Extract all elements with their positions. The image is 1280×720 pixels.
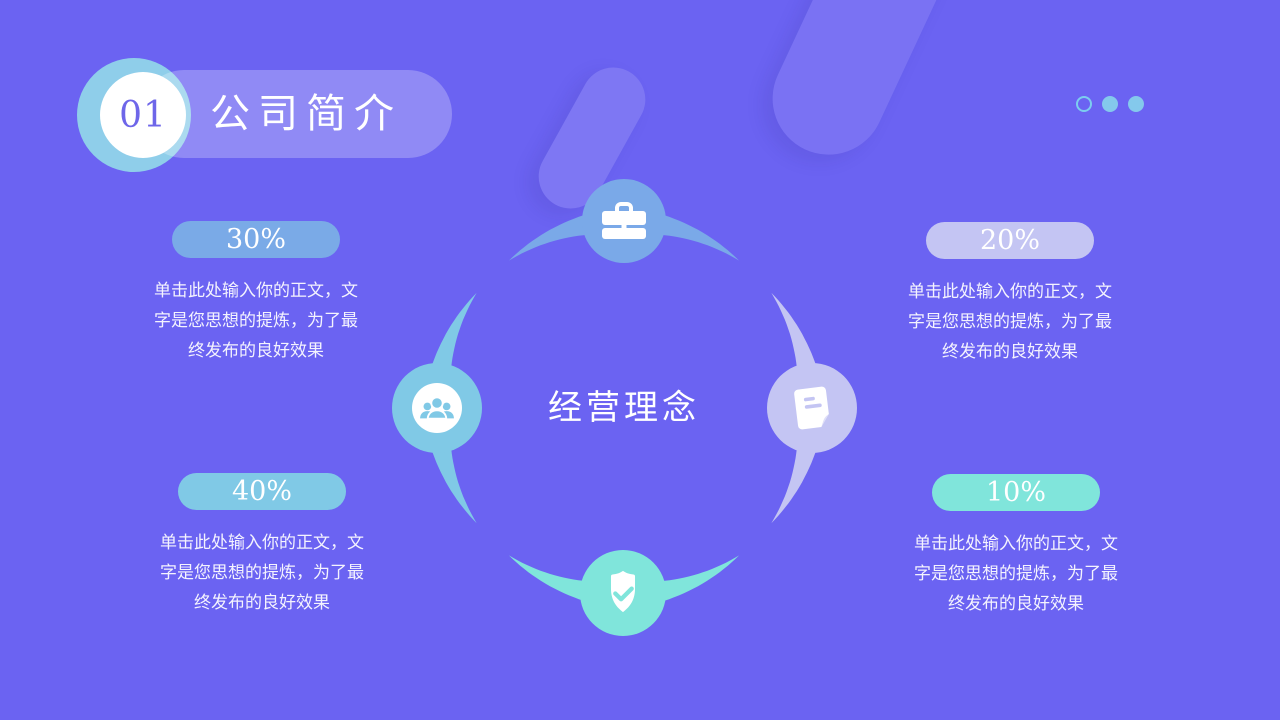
stat-description: 单击此处输入你的正文，文 字是您思想的提炼，为了最 终发布的良好效果: [160, 533, 364, 613]
stat-description: 单击此处输入你的正文，文 字是您思想的提炼，为了最 终发布的良好效果: [908, 282, 1112, 362]
pagination-dot[interactable]: [1128, 96, 1144, 112]
stat-bottom-left: 40% 单击此处输入你的正文，文 字是您思想的提炼，为了最 终发布的良好效果: [152, 473, 372, 618]
briefcase-icon: [602, 202, 646, 239]
diagram-node-right: [767, 363, 857, 453]
diagram-center-title: 经营理念: [548, 388, 700, 428]
stat-top-left: 30% 单击此处输入你的正文，文 字是您思想的提炼，为了最 终发布的良好效果: [146, 221, 366, 366]
section-number-badge: 01: [100, 72, 186, 158]
users-icon-backplate: [412, 383, 462, 433]
stat-percent: 10%: [985, 477, 1046, 508]
stat-description: 单击此处输入你的正文，文 字是您思想的提炼，为了最 终发布的良好效果: [914, 534, 1118, 614]
header-title-pill: [140, 70, 452, 158]
pagination-dot[interactable]: [1076, 96, 1092, 112]
shield-check-icon: [610, 570, 636, 613]
diagram-node-bottom: [580, 550, 666, 636]
stat-percent: 40%: [231, 476, 292, 507]
stat-percent: 30%: [225, 224, 286, 255]
stat-bottom-right: 10% 单击此处输入你的正文，文 字是您思想的提炼，为了最 终发布的良好效果: [906, 474, 1126, 619]
stat-percent-pill: 20%: [926, 222, 1094, 259]
stat-percent: 20%: [979, 225, 1040, 256]
section-number: 01: [119, 94, 167, 136]
stat-description: 单击此处输入你的正文，文 字是您思想的提炼，为了最 终发布的良好效果: [154, 281, 358, 361]
pagination-dots: [1076, 96, 1144, 112]
page-title: 公司简介: [210, 91, 402, 137]
stat-percent-pill: 30%: [172, 221, 340, 258]
users-icon: [420, 396, 454, 420]
pagination-dot[interactable]: [1102, 96, 1118, 112]
decorative-capsule-large: [754, 0, 970, 174]
diagram-node-top: [582, 179, 666, 263]
diagram-node-left: [392, 363, 482, 453]
stat-percent-pill: 10%: [932, 474, 1100, 511]
stat-top-right: 20% 单击此处输入你的正文，文 字是您思想的提炼，为了最 终发布的良好效果: [900, 222, 1120, 367]
stat-percent-pill: 40%: [178, 473, 346, 510]
notepad-icon: [794, 386, 829, 430]
